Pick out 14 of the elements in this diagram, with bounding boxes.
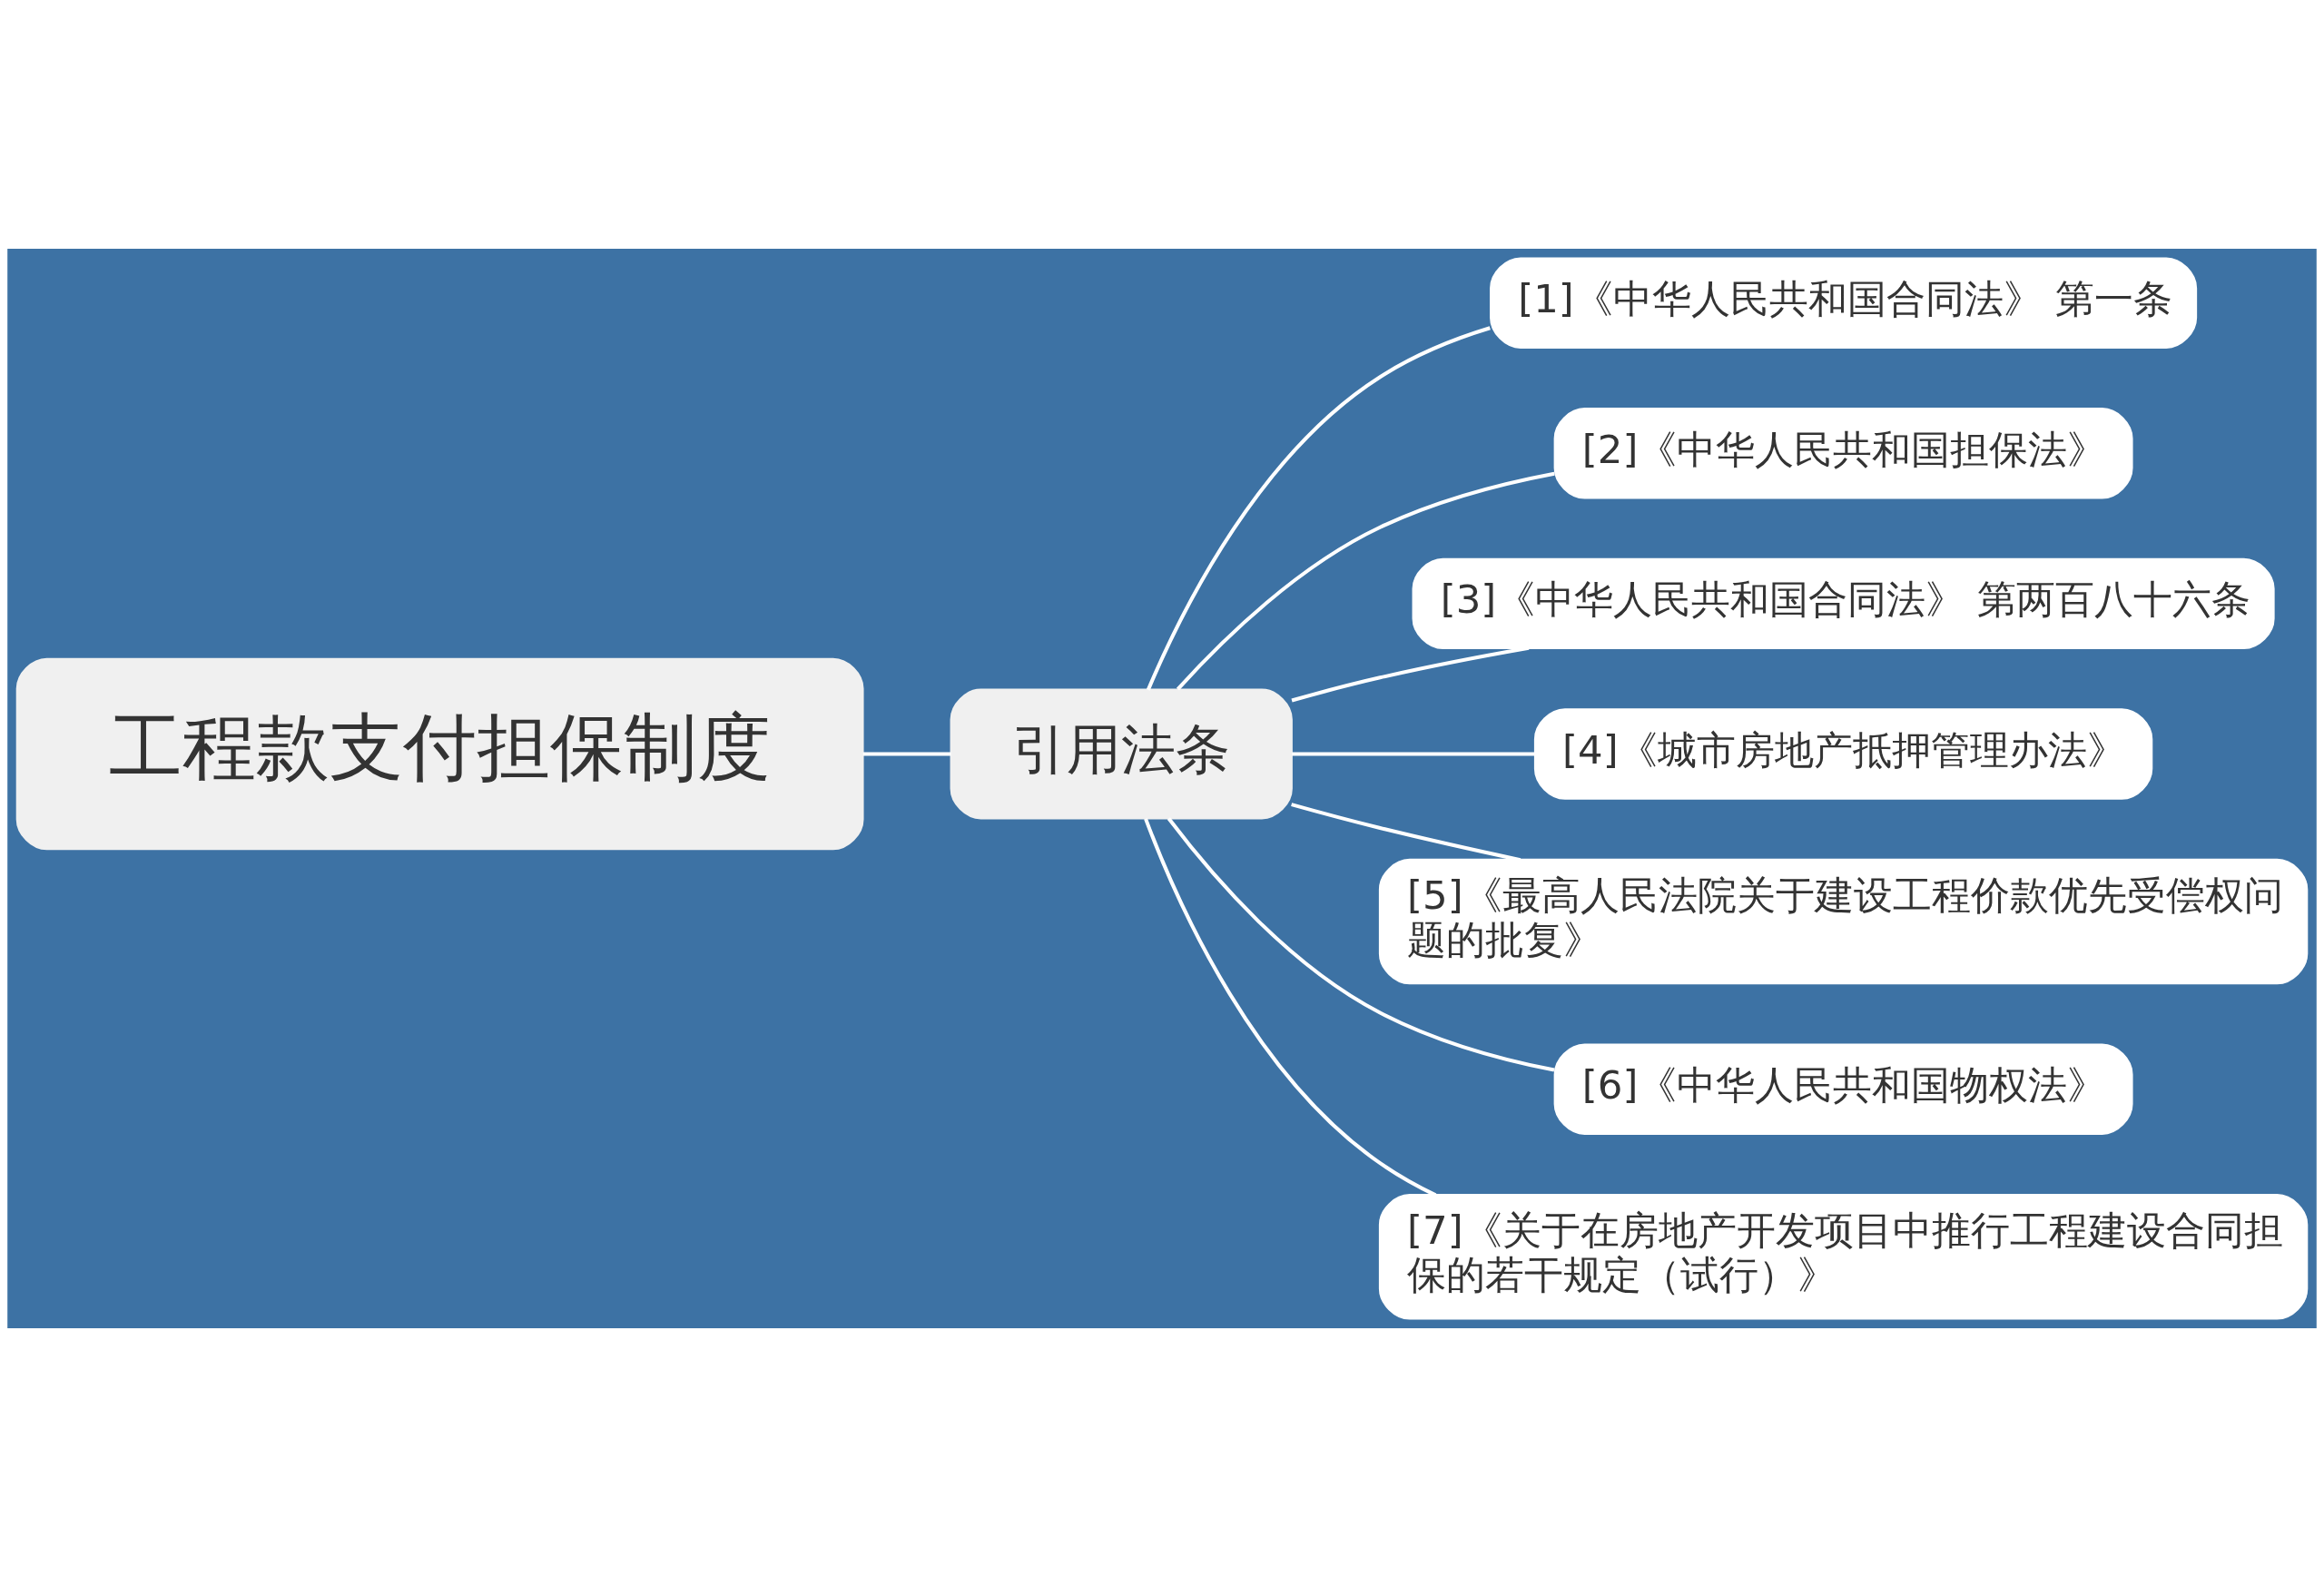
node-box: 引用法条 bbox=[950, 688, 1293, 820]
node-box: [3]《中华人民共和国合同法》 第两百八十六条 bbox=[1412, 557, 2275, 650]
connector bbox=[1292, 752, 1535, 756]
node-box: [6]《中华人民共和国物权法》 bbox=[1553, 1043, 2133, 1135]
node-box: [7]《关于在房地产开发项目中推行工程建设合同担保的若干规定（试行）》 bbox=[1378, 1194, 2309, 1320]
node-box: [1]《中华人民共和国合同法》 第一条 bbox=[1490, 257, 2198, 349]
node-box: 工程款支付担保制度 bbox=[15, 657, 864, 851]
connector bbox=[1146, 326, 1491, 691]
node-box: [2]《中华人民共和国担保法》 bbox=[1553, 408, 2133, 499]
node-box: [5]《最高人民法院关于建设工程价款优先受偿权问题的批复》 bbox=[1378, 858, 2309, 985]
connector bbox=[1167, 817, 1555, 1072]
node-box: [4]《城市房地产抵押管理办法》 bbox=[1533, 708, 2153, 800]
connector bbox=[1176, 471, 1555, 691]
connector bbox=[862, 752, 951, 756]
